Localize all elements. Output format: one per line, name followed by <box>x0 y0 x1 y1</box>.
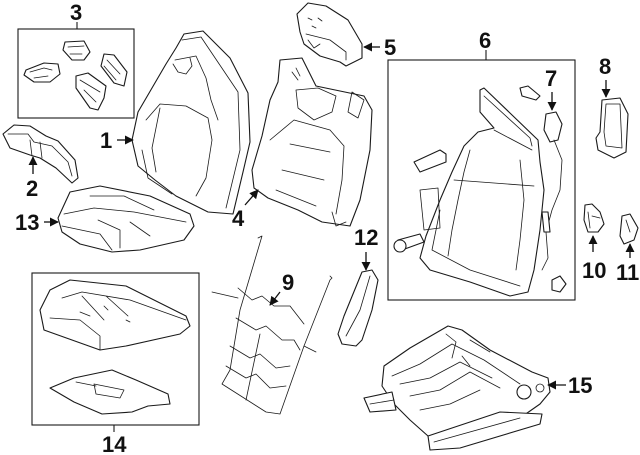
part-3-switch-bezel-kit[interactable]: 3 <box>17 0 135 119</box>
part-12-side-bolster[interactable]: 12 <box>337 225 379 347</box>
part-13-seat-cushion-cover[interactable]: 13 <box>15 185 195 253</box>
callout-6: 6 <box>479 28 491 53</box>
part-15-seat-track-adjuster[interactable]: 15 <box>363 325 592 451</box>
callout-15: 15 <box>568 373 592 398</box>
callout-9: 9 <box>282 270 294 295</box>
part-6-seat-back-frame[interactable]: 6 <box>387 28 576 301</box>
callout-7: 7 <box>545 66 557 91</box>
part-4-seat-back-pad[interactable]: 4 <box>232 57 373 231</box>
part-8-side-trim-panel[interactable]: 8 <box>595 54 629 159</box>
part-5-headrest-bracket[interactable]: 5 <box>296 2 396 67</box>
callout-5: 5 <box>384 35 396 60</box>
callout-2: 2 <box>26 176 38 201</box>
part-10-clip[interactable]: 10 <box>582 203 606 283</box>
bolt-middle <box>413 149 447 173</box>
callout-12: 12 <box>354 225 378 250</box>
nut <box>551 275 567 293</box>
callout-8: 8 <box>599 54 611 79</box>
part-2-side-trim-bezel[interactable]: 2 <box>2 124 79 201</box>
callout-4: 4 <box>232 206 245 231</box>
callout-1: 1 <box>100 128 112 153</box>
part-6-group-box <box>387 59 576 301</box>
part-14-seat-cushion-pad-kit[interactable]: 14 <box>31 272 200 455</box>
bolt-upper <box>519 85 541 101</box>
part-3-group-box <box>17 28 135 119</box>
part-7-recliner-release-cable[interactable]: 7 <box>541 66 563 271</box>
part-1-seat-back-cover[interactable]: 1 <box>100 30 251 215</box>
callout-3: 3 <box>70 0 82 25</box>
part-9-seat-back-spring[interactable]: 9 <box>211 235 333 415</box>
callout-14: 14 <box>102 432 127 455</box>
callout-11: 11 <box>616 260 639 285</box>
callout-13: 13 <box>15 210 39 235</box>
callout-10: 10 <box>582 258 606 283</box>
part-14-group-box <box>31 272 200 426</box>
part-11-bracket[interactable]: 11 <box>616 213 639 285</box>
